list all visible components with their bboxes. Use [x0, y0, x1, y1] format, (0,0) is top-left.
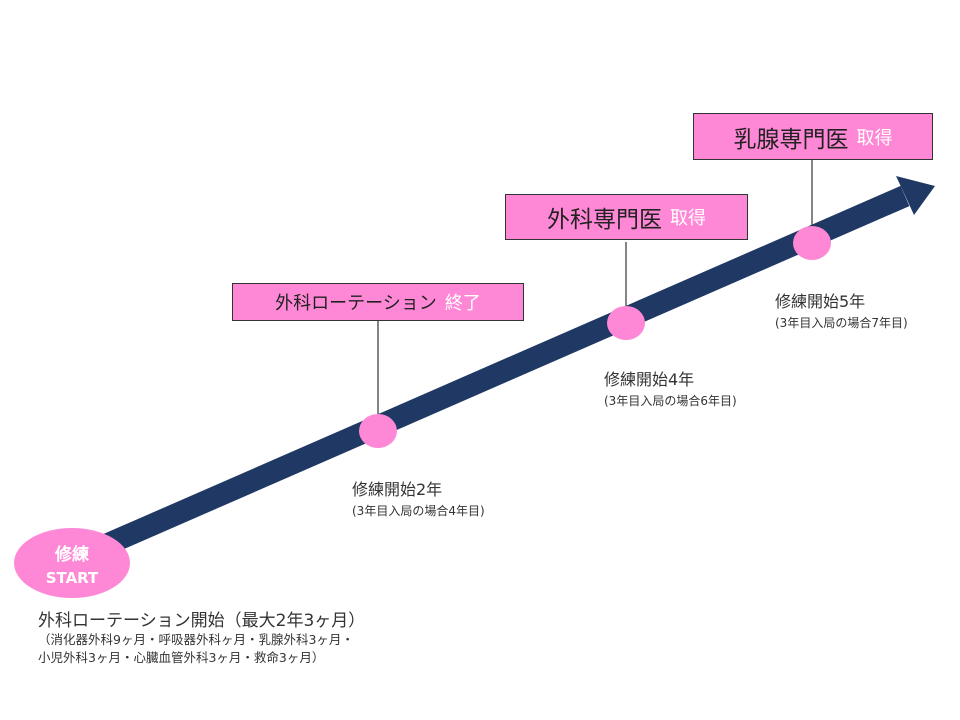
milestone-1-dot: [359, 414, 397, 448]
milestone-1-status: 終了: [444, 293, 481, 314]
timeline-arrow-head: [896, 176, 935, 215]
milestone-3-caption: 修練開始5年 (3年目入局の場合7年目): [775, 288, 908, 331]
milestone-3-box: 乳腺専門医 取得: [693, 113, 933, 160]
start-label-en: START: [45, 568, 99, 587]
milestone-2-dot: [607, 306, 645, 340]
milestone-3-label: 修練開始5年: [775, 292, 866, 311]
milestone-2-label: 修練開始4年: [604, 370, 695, 389]
milestone-3-title: 乳腺専門医: [733, 126, 849, 153]
rotation-start-description: 外科ローテーション開始（最大2年3ヶ月） （消化器外科9ヶ月・呼吸器外科ヶ月・乳…: [38, 606, 365, 667]
milestone-1-caption: 修練開始2年 (3年目入局の場合4年目): [352, 476, 485, 519]
milestone-1-label: 修練開始2年: [352, 480, 443, 499]
milestone-1-box: 外科ローテーション 終了: [232, 283, 524, 321]
timeline-arrow-shaft: [55, 185, 910, 576]
milestone-2-title: 外科専門医: [547, 207, 662, 233]
milestone-2-sublabel: (3年目入局の場合6年目): [604, 394, 737, 408]
rotation-detail-line-1: （消化器外科9ヶ月・呼吸器外科ヶ月・乳腺外科3ヶ月・: [38, 632, 354, 647]
start-marker: 修練 START: [14, 528, 130, 598]
milestone-3-dot: [793, 226, 831, 260]
rotation-start-title: 外科ローテーション開始（最大2年3ヶ月）: [38, 611, 366, 631]
milestone-2-status: 取得: [670, 208, 706, 229]
milestone-2-box: 外科専門医 取得: [505, 194, 748, 240]
start-label-jp: 修練: [55, 544, 89, 565]
rotation-detail-line-2: 小児外科3ヶ月・心臓血管外科3ヶ月・救命3ヶ月）: [38, 650, 325, 665]
milestone-1-sublabel: (3年目入局の場合4年目): [352, 504, 485, 518]
milestone-2-caption: 修練開始4年 (3年目入局の場合6年目): [604, 366, 737, 409]
milestone-3-sublabel: (3年目入局の場合7年目): [775, 316, 908, 330]
milestone-1-title: 外科ローテーション: [275, 293, 437, 314]
milestone-3-status: 取得: [856, 127, 893, 149]
